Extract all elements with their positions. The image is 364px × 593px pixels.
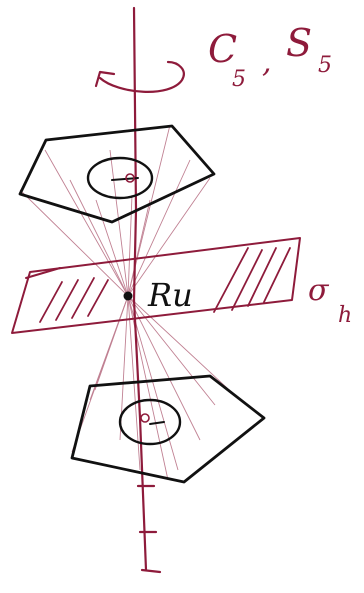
- axis-tick-3: [142, 570, 160, 572]
- metal-atom-dot: [124, 292, 133, 301]
- bottom-center-mark: [150, 422, 164, 424]
- top-pi-circle: [88, 158, 152, 198]
- label-c5: C: [208, 27, 237, 71]
- label-comma: ,: [262, 45, 272, 80]
- label-c5-subscript: 5: [232, 67, 246, 92]
- label-sigma-h-subscript: h: [338, 303, 352, 328]
- label-s5-subscript: 5: [318, 53, 332, 78]
- bottom-pi-circle: [120, 400, 180, 444]
- rotation-arrow-icon: [96, 62, 184, 92]
- bottom-ring-centroid: [141, 414, 149, 422]
- plane-hatching-left: [40, 278, 108, 322]
- label-metal-ru: Ru: [147, 276, 193, 314]
- label-sigma-h: σ: [308, 273, 330, 308]
- bottom-pentagon: [72, 376, 264, 482]
- bottom-cp-ring: [72, 376, 264, 482]
- label-s5: S: [286, 21, 312, 65]
